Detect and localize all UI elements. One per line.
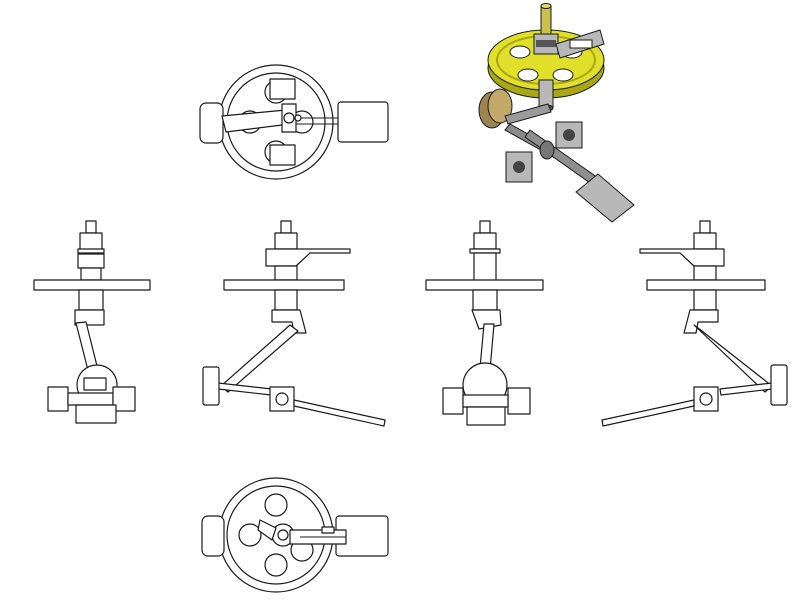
bottom-view	[201, 477, 389, 593]
isometric-view	[478, 3, 635, 223]
top-view	[199, 64, 389, 180]
front-view	[33, 220, 151, 424]
right-side-view	[601, 220, 788, 427]
left-side-view	[202, 220, 386, 427]
rear-view	[425, 220, 544, 426]
